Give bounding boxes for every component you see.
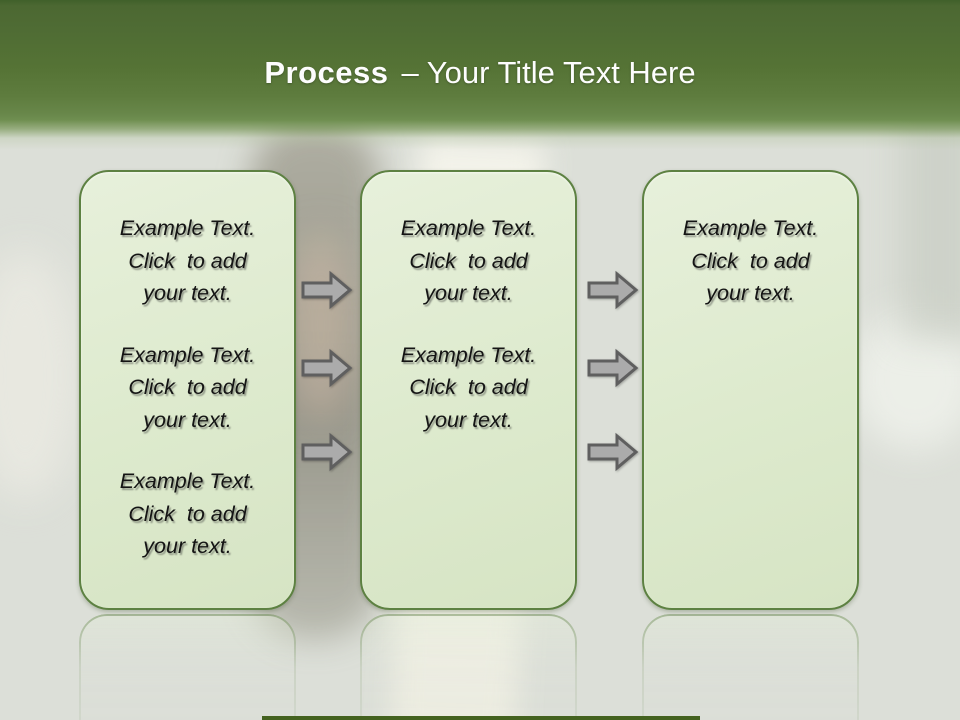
arrow-right-icon[interactable] bbox=[300, 270, 353, 310]
box-reflection-2 bbox=[360, 614, 577, 720]
arrow-right-icon[interactable] bbox=[586, 432, 639, 472]
slide-title[interactable]: Process – Your Title Text Here bbox=[0, 50, 960, 96]
arrow-right-icon[interactable] bbox=[586, 348, 639, 388]
background-light-blob-left bbox=[0, 250, 80, 500]
box-reflection-1 bbox=[79, 614, 296, 720]
slide-title-keyword: Process bbox=[264, 55, 389, 90]
arrow-right-icon[interactable] bbox=[300, 432, 353, 472]
box-reflection-3 bbox=[642, 614, 859, 720]
process-step-1-box[interactable]: Example Text. Click to add your text. Ex… bbox=[79, 170, 296, 610]
placeholder-text[interactable]: Example Text. Click to add your text. bbox=[682, 216, 819, 305]
footer-accent-bar bbox=[262, 716, 700, 720]
process-step-3-box[interactable]: Example Text. Click to add your text. bbox=[642, 170, 859, 610]
title-band bbox=[0, 0, 960, 150]
arrow-right-icon[interactable] bbox=[300, 348, 353, 388]
slide-title-subtitle: – Your Title Text Here bbox=[401, 55, 696, 90]
placeholder-text[interactable]: Example Text. Click to add your text. bbox=[119, 216, 256, 305]
placeholder-text[interactable]: Example Text. Click to add your text. bbox=[119, 342, 256, 432]
placeholder-text[interactable]: Example Text. Click to add your text. bbox=[119, 469, 256, 558]
placeholder-text[interactable]: Example Text. Click to add your text. bbox=[400, 216, 537, 305]
background-photo-skin-patch bbox=[288, 230, 354, 420]
arrow-right-icon[interactable] bbox=[586, 270, 639, 310]
process-step-2-box[interactable]: Example Text. Click to add your text. Ex… bbox=[360, 170, 577, 610]
placeholder-text[interactable]: Example Text. Click to add your text. bbox=[400, 342, 537, 432]
background-light-blob-right bbox=[850, 310, 960, 450]
